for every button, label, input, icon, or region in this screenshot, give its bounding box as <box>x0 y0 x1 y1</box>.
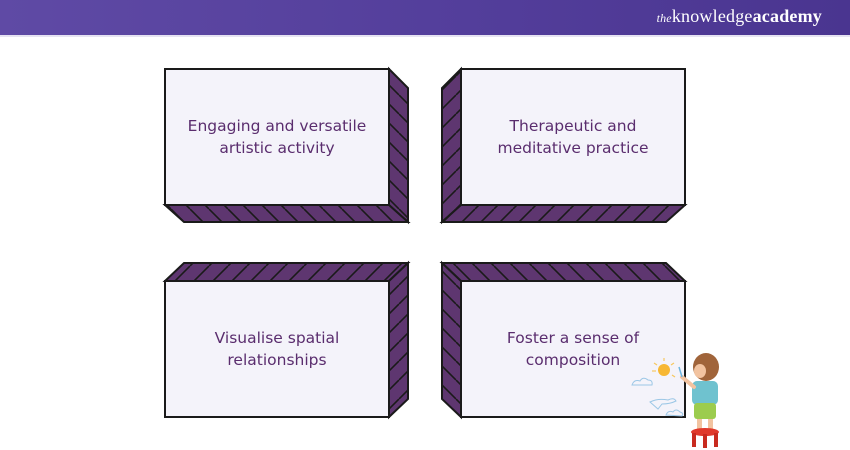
box-label-line: artistic activity <box>219 139 335 157</box>
box-label-line: Therapeutic and <box>509 117 637 135</box>
box-label-line: Engaging and versatile <box>187 117 367 135</box>
box-top-left <box>162 66 411 225</box>
box-bottom-right <box>439 260 688 420</box>
box-label-line: Foster a sense of <box>506 329 640 347</box>
cloud-doodle-icon <box>631 377 653 386</box>
brand-logo[interactable]: theknowledgeacademy <box>657 6 822 27</box>
plane-doodle-icon <box>649 398 677 410</box>
box-label-line: meditative practice <box>497 139 649 157</box>
box-bottom-left <box>162 260 411 420</box>
box-label-bottom-right: Foster a sense of composition <box>461 281 685 417</box>
box-label-top-left: Engaging and versatile artistic activity <box>165 69 389 205</box>
box-top-right <box>439 66 688 225</box>
box-label-line: relationships <box>227 351 327 369</box>
box-label-bottom-left: Visualise spatial relationships <box>165 281 389 417</box>
brand-academy: academy <box>752 6 822 26</box>
box-label-top-right: Therapeutic and meditative practice <box>461 69 685 205</box>
child-figure <box>678 353 719 429</box>
child-painting-illustration <box>631 353 719 448</box>
box-label-line: composition <box>525 351 621 369</box>
sun-doodle-icon <box>652 358 676 378</box>
brand-knowledge: knowledge <box>671 6 753 26</box>
box-label-line: Visualise spatial <box>214 329 340 347</box>
cloud-doodle-icon <box>665 409 684 417</box>
stool-icon <box>691 428 719 448</box>
header-banner: theknowledgeacademy <box>0 0 850 37</box>
brand-the: the <box>656 11 672 25</box>
